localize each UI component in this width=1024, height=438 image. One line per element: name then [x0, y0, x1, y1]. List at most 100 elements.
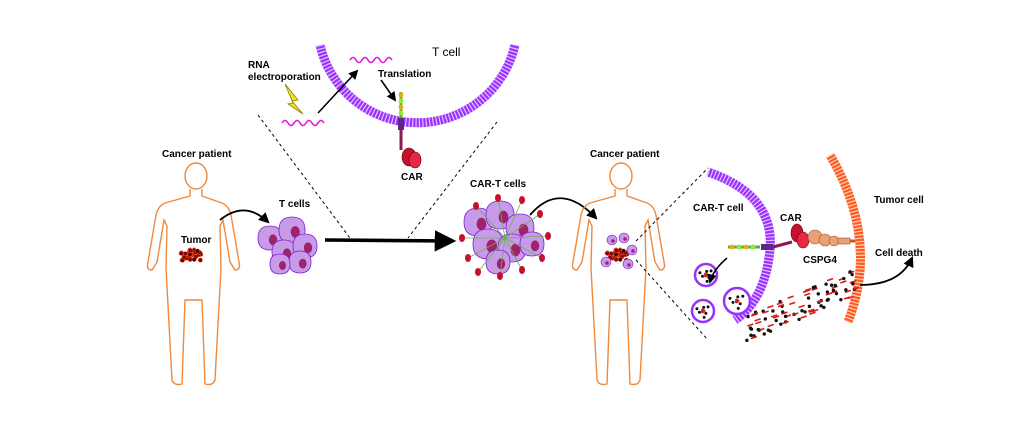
nucleus: [279, 261, 286, 270]
granule-dot: [816, 292, 820, 296]
cspg4-antigen: [807, 229, 862, 247]
granule: [736, 306, 740, 310]
granule-dot: [762, 332, 766, 336]
granule: [698, 271, 702, 275]
granule-dash: [844, 289, 852, 294]
granule: [705, 279, 709, 283]
t-cell-membrane-inset: [315, 43, 520, 128]
car-stalk: [504, 199, 523, 239]
granule-dash: [782, 320, 789, 325]
granule-dot: [748, 326, 753, 330]
car-receptor: [545, 232, 551, 240]
car-receptor: [519, 196, 525, 204]
granule: [709, 269, 713, 273]
t-cells-cluster: [257, 216, 318, 275]
granule: [731, 300, 735, 304]
granule: [704, 272, 708, 276]
tumor-mass-left: [178, 247, 204, 263]
granule-dash: [777, 303, 785, 308]
car-t-cells-cluster: [459, 194, 551, 280]
tumor-cell-dot: [187, 257, 193, 262]
granule-dash: [751, 312, 759, 316]
tumor-cell-dot: [187, 248, 193, 253]
granule-dash: [750, 335, 758, 340]
granule: [705, 269, 709, 273]
granule-dash: [792, 312, 799, 316]
nucleus: [611, 239, 615, 243]
granule-dash: [807, 308, 815, 313]
nucleus: [605, 261, 609, 265]
granule: [738, 302, 742, 306]
car-receptor: [475, 268, 481, 276]
granule-dash: [825, 292, 833, 296]
tumor-cell-dot: [195, 248, 201, 254]
granule: [728, 296, 732, 300]
vesicle-arrow: [707, 257, 728, 284]
granule: [695, 307, 699, 311]
granule-dot: [763, 317, 768, 321]
nucleus: [303, 242, 313, 254]
rna-strand-bottom: [281, 119, 325, 127]
granule-dash: [809, 311, 816, 316]
human-figure-left: [146, 162, 241, 386]
nucleus: [476, 217, 487, 231]
rna-strand-top: [349, 56, 393, 64]
car-construct-right: [728, 223, 810, 250]
granule-dot: [848, 270, 852, 274]
granule-dash: [776, 301, 784, 306]
tumor-cell-dot: [613, 257, 619, 262]
granule-dash: [747, 323, 754, 327]
granule-dot: [813, 285, 817, 289]
cspg4-label: CSPG4: [803, 255, 837, 266]
granule-dot: [842, 276, 846, 281]
granule-dash: [811, 287, 818, 292]
granule: [706, 305, 710, 309]
nucleus: [496, 258, 506, 270]
car-receptor: [473, 202, 479, 210]
translation-label: Translation: [378, 69, 431, 80]
electroporation-arrow: [317, 69, 359, 114]
t-cell-label: T cell: [432, 45, 460, 59]
nucleus: [627, 263, 631, 267]
car-stalk: [475, 205, 506, 239]
car-stalk: [504, 213, 541, 239]
granule-dash: [762, 310, 769, 314]
tumor-cell-dot: [613, 248, 619, 253]
granule-dash: [781, 311, 788, 315]
t-cells-label: T cells: [279, 199, 311, 210]
granule: [707, 275, 711, 279]
car-receptor: [537, 210, 543, 218]
granule: [741, 294, 745, 298]
granule-dash: [788, 301, 796, 306]
granule-dot: [834, 291, 839, 296]
granule-dot: [822, 305, 826, 310]
tumor-cell-dot: [178, 250, 184, 256]
granule-dash: [798, 304, 805, 309]
car-label-right: CAR: [780, 213, 802, 224]
granule-dash: [826, 277, 834, 282]
curved-arrow-to-patient: [529, 197, 598, 220]
tumor-cell-membrane: [826, 152, 865, 324]
granule-dash: [767, 323, 774, 328]
granule-dot: [771, 309, 775, 313]
granule-dot: [829, 283, 834, 287]
granule-dash: [754, 318, 761, 322]
granule-dash: [772, 315, 780, 319]
granule-dash: [843, 296, 851, 300]
granule-dot: [803, 310, 807, 314]
granule-dot: [806, 296, 811, 300]
granule: [700, 274, 704, 278]
lightning-icon: [284, 83, 304, 115]
zoom-line-right: [407, 121, 498, 239]
granule: [735, 298, 739, 302]
granule-dash: [831, 285, 838, 290]
granule-dash: [787, 295, 794, 299]
car-construct-top: [398, 92, 422, 169]
car-stalk: [497, 197, 506, 239]
car-stalk: [504, 235, 549, 239]
granule-dot: [800, 309, 804, 313]
car-stalk: [467, 237, 506, 259]
granule-dot: [824, 282, 828, 286]
granule: [704, 311, 708, 315]
nucleus: [298, 258, 307, 269]
